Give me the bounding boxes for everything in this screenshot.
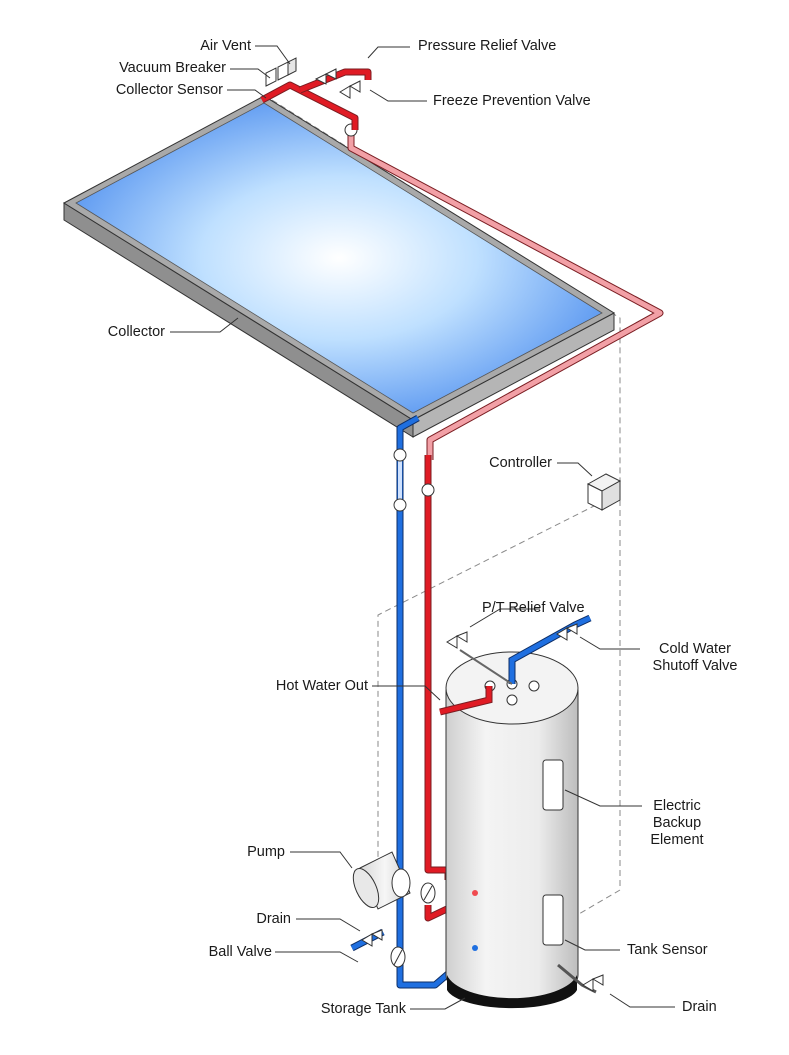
air-vent-device — [265, 57, 297, 87]
vacuum-breaker-label: Vacuum Breaker — [119, 60, 226, 76]
cold-water-shutoff-valve-icon — [556, 623, 578, 641]
pressure-relief-valve-icon — [314, 68, 361, 99]
check-valve-icon — [420, 882, 436, 904]
controller-label: Controller — [489, 455, 552, 471]
electric-backup-element-label-line1: Electric — [653, 798, 701, 814]
cold-water-shutoff-valve-label-line1: Cold Water — [659, 641, 731, 657]
drain-valve-icon — [361, 929, 604, 992]
hot-water-out-label: Hot Water Out — [275, 678, 368, 694]
freeze-prevention-valve-label: Freeze Prevention Valve — [433, 93, 591, 109]
air-vent-label: Air Vent — [200, 38, 251, 54]
drain-left-label: Drain — [256, 911, 291, 927]
pump-label: Pump — [247, 844, 285, 860]
pump — [352, 851, 411, 910]
controller-box — [586, 473, 622, 511]
pt-relief-valve-label: P/T Relief Valve — [482, 600, 585, 616]
collector-label: Collector — [107, 324, 165, 340]
pt-relief-valve-icon — [446, 631, 468, 649]
storage-tank-label: Storage Tank — [320, 1001, 406, 1017]
collector-sensor-label: Collector Sensor — [115, 82, 223, 98]
electric-backup-element-label: Electric Backup Element — [640, 798, 714, 849]
collector-panel — [63, 95, 616, 438]
ball-valve-label: Ball Valve — [208, 944, 272, 960]
tank-connections — [439, 614, 597, 994]
electric-backup-element-label-line2: Backup — [652, 815, 702, 831]
ball-valve-icon — [390, 946, 406, 968]
pressure-relief-valve-label: Pressure Relief Valve — [418, 38, 557, 54]
cold-water-shutoff-valve-label: Cold Water Shutoff Valve — [640, 641, 750, 675]
leader-lines — [170, 45, 675, 1010]
tank-sensor-label: Tank Sensor — [627, 942, 708, 958]
electric-backup-element-label-line3: Element — [650, 832, 704, 848]
drain-right-label: Drain — [682, 999, 717, 1015]
cold-water-shutoff-valve-label-line2: Shutoff Valve — [652, 658, 738, 674]
sensor-wiring — [271, 99, 621, 926]
